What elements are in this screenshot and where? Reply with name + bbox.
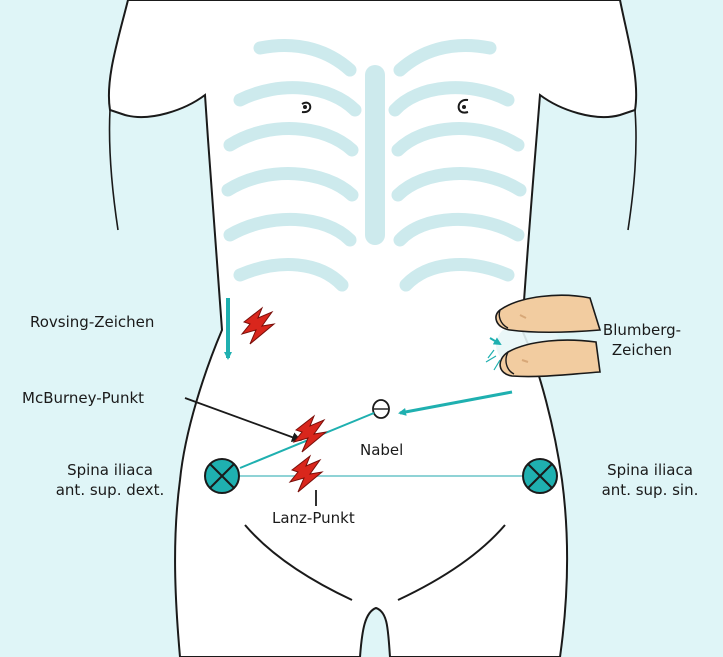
blumberg-label-line1: Blumberg-: [582, 320, 702, 340]
spina-dext-label-line1: Spina iliaca: [40, 460, 180, 480]
crossed-circle-icon-dext: [205, 459, 239, 493]
spina-sin-label-line1: Spina iliaca: [580, 460, 720, 480]
nabel-label: Nabel: [360, 440, 403, 460]
rovsing-label: Rovsing-Zeichen: [30, 312, 154, 332]
spina-dext-label: Spina iliaca ant. sup. dext.: [40, 460, 180, 500]
blumberg-label: Blumberg- Zeichen: [582, 320, 702, 360]
lanz-label: Lanz-Punkt: [272, 508, 355, 528]
crossed-circle-icon-sin: [523, 459, 557, 493]
navel-icon: [373, 400, 389, 418]
spina-dext-label-line2: ant. sup. dext.: [40, 480, 180, 500]
mcburney-label: McBurney-Punkt: [22, 388, 144, 408]
spina-sin-label-line2: ant. sup. sin.: [580, 480, 720, 500]
blumberg-label-line2: Zeichen: [582, 340, 702, 360]
spina-sin-label: Spina iliaca ant. sup. sin.: [580, 460, 720, 500]
